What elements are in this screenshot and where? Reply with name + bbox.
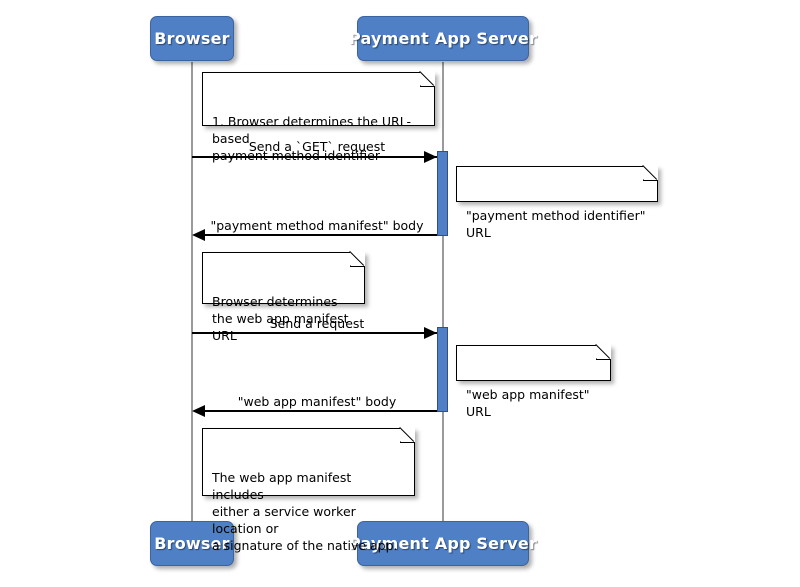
participant-browser-bottom-label: Browser (154, 534, 230, 553)
participant-browser-bottom[interactable]: Browser (150, 521, 234, 566)
message-arrowhead-send-get-request (424, 151, 437, 163)
participant-payment-app-server-bottom[interactable]: Payment App Server (349, 521, 537, 566)
note-fold-icon (400, 427, 415, 443)
message-arrowhead-web-app-manifest-body (192, 405, 205, 417)
note-text: "web app manifest" URL (466, 387, 590, 419)
message-line-send-get-request (192, 156, 437, 158)
lifeline-browser (191, 62, 193, 522)
note-fold-icon (420, 71, 435, 87)
note-browser-determines-web-app-manifest-url: Browser determines the web app manifest … (202, 251, 365, 343)
note-text: 1. Browser determines the URL-based paym… (212, 114, 411, 163)
note-fold-icon (643, 165, 658, 181)
note-browser-determines-identifier: 1. Browser determines the URL-based paym… (202, 71, 435, 163)
participant-payment-app-server-top-label: Payment App Server (348, 29, 538, 48)
message-line-web-app-manifest-body (197, 410, 437, 412)
message-label-payment-method-manifest-body: "payment method manifest" body (210, 218, 424, 233)
participant-browser-top[interactable]: Browser (150, 16, 234, 61)
activation-bar-server-1 (437, 151, 448, 236)
participant-payment-app-server-top[interactable]: Payment App Server (349, 16, 537, 61)
note-fold-icon (596, 344, 611, 360)
note-payment-method-identifier-url: "payment method identifier" URL (456, 165, 658, 240)
message-arrowhead-payment-method-manifest-body (192, 229, 205, 241)
activation-bar-server-2 (437, 327, 448, 412)
message-label-send-get-request: Send a `GET` request (248, 139, 386, 154)
note-fold-icon (350, 251, 365, 267)
note-web-app-manifest-url: "web app manifest" URL (456, 344, 611, 419)
note-text: "payment method identifier" URL (466, 208, 646, 240)
message-line-send-a-request (192, 332, 437, 334)
message-label-send-a-request: Send a request (269, 316, 365, 331)
message-arrowhead-send-a-request (424, 327, 437, 339)
lifeline-payment-app-server (442, 62, 444, 522)
note-web-app-manifest-includes: The web app manifest includes either a s… (202, 427, 415, 553)
message-line-payment-method-manifest-body (197, 234, 437, 236)
message-label-web-app-manifest-body: "web app manifest" body (237, 394, 397, 409)
participant-payment-app-server-bottom-label: Payment App Server (348, 534, 538, 553)
participant-browser-top-label: Browser (154, 29, 230, 48)
note-text: Browser determines the web app manifest … (212, 294, 349, 343)
note-text: The web app manifest includes either a s… (212, 470, 398, 553)
